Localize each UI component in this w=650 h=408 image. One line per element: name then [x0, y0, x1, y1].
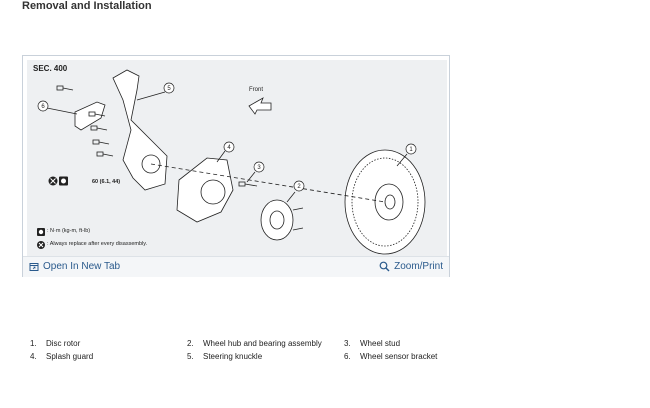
legend-nm-icon: [37, 228, 45, 236]
wheel-hub-shape: [260, 199, 294, 241]
legend-replace-icon: [37, 241, 45, 249]
part-name: Wheel sensor bracket: [360, 352, 438, 361]
callout-2-text: 2: [297, 184, 301, 190]
callout-1-text: 1: [409, 147, 413, 153]
callout-6-text: 6: [41, 104, 45, 110]
part-number: 5.: [187, 352, 194, 361]
part-number: 1.: [30, 339, 37, 348]
callout-markers: [37, 82, 417, 192]
part-item-3: 3. Wheel stud: [344, 339, 400, 348]
legend-replace-text: : Always replace after every disassembly…: [47, 241, 148, 247]
torque-symbol-icon: [48, 176, 68, 186]
part-item-1: 1. Disc rotor: [30, 339, 80, 348]
callout-4-text: 4: [227, 145, 231, 151]
callout-4: [223, 141, 235, 153]
section-label: SEC. 400: [33, 64, 68, 73]
open-new-tab-icon: [29, 262, 39, 271]
part-item-6: 6. Wheel sensor bracket: [344, 352, 437, 361]
callout-1: [405, 143, 417, 155]
part-name: Disc rotor: [46, 339, 81, 348]
callout-3: [253, 161, 265, 173]
magnifier-icon: [379, 261, 390, 272]
part-name: Steering knuckle: [203, 352, 263, 361]
callout-5: [163, 82, 175, 94]
part-item-5: 5. Steering knuckle: [187, 352, 262, 361]
splash-guard-shape: [176, 157, 234, 223]
zoom-print-label: Zoom/Print: [394, 261, 443, 272]
bolt-shapes: [56, 85, 258, 187]
callout-5-text: 5: [167, 86, 171, 92]
front-label: Front: [249, 87, 264, 93]
steering-knuckle-shape: [112, 69, 168, 191]
torque-value: 60 (6.1, 44): [92, 179, 121, 185]
figure-footer: Open In New Tab Zoom/Print: [23, 256, 449, 277]
part-number: 4.: [30, 352, 37, 361]
figure-card: 6 5 4 3 2 1 SEC.: [22, 55, 450, 277]
part-item-4: 4. Splash guard: [30, 352, 93, 361]
open-new-tab-link[interactable]: Open In New Tab: [29, 261, 120, 272]
part-name: Wheel hub and bearing assembly: [203, 339, 322, 348]
callout-2: [293, 180, 305, 192]
front-arrow-icon: [248, 97, 272, 115]
page-title: Removal and Installation: [22, 0, 152, 12]
diagram-drawing: 6 5 4 3 2 1: [37, 69, 426, 255]
exploded-diagram[interactable]: 6 5 4 3 2 1 SEC.: [27, 60, 447, 256]
callout-6: [37, 100, 49, 112]
part-number: 2.: [187, 339, 194, 348]
part-name: Wheel stud: [360, 339, 401, 348]
open-new-tab-label: Open In New Tab: [43, 261, 121, 272]
part-number: 6.: [344, 352, 351, 361]
callout-3-text: 3: [257, 165, 261, 171]
part-name: Splash guard: [46, 352, 94, 361]
zoom-print-link[interactable]: Zoom/Print: [379, 261, 443, 272]
part-item-2: 2. Wheel hub and bearing assembly: [187, 339, 322, 348]
part-number: 3.: [344, 339, 351, 348]
legend-nm-text: : N·m (kg-m, ft-lb): [47, 228, 91, 234]
